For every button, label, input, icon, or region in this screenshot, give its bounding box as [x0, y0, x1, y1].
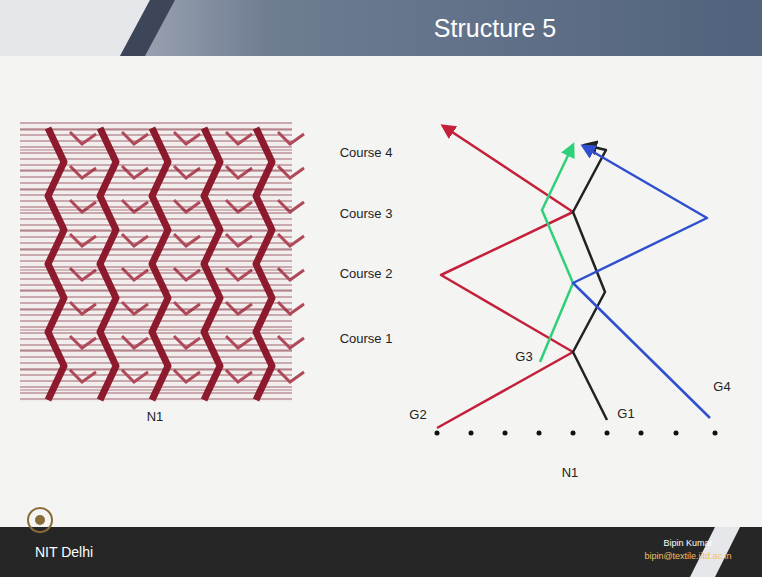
underlap-loop — [174, 132, 200, 144]
needle-points — [435, 431, 718, 436]
needle-dot — [713, 431, 718, 436]
needle-dot — [571, 431, 576, 436]
guide-bar-label: G2 — [409, 407, 426, 422]
footer-bar — [0, 527, 762, 577]
underlap-loop — [278, 336, 304, 348]
needle-dot — [674, 431, 679, 436]
underlap-loop — [226, 370, 252, 382]
guide-bar-label: G1 — [617, 406, 634, 421]
underlap-loop — [122, 302, 148, 314]
underlap-loop — [278, 234, 304, 246]
underlap-loop — [226, 166, 252, 178]
underlap-loop — [278, 132, 304, 144]
laid-strand — [20, 270, 292, 271]
underlap-loop — [226, 234, 252, 246]
underlap-loop — [122, 234, 148, 246]
guide-bar-label: G3 — [515, 349, 532, 364]
laid-strand — [20, 250, 292, 251]
laid-strand — [20, 130, 292, 131]
institute-logo-core — [35, 515, 45, 525]
guide-bar-label: G4 — [713, 379, 730, 394]
needle-label: N1 — [147, 409, 164, 424]
underlap-loop — [70, 132, 96, 144]
underlap-loop — [174, 166, 200, 178]
laid-strand — [20, 310, 292, 311]
underlap-loop — [278, 370, 304, 382]
lapping-path — [540, 145, 573, 362]
laid-strand — [20, 210, 292, 211]
underlap-loop — [278, 166, 304, 178]
laid-strand — [20, 230, 292, 231]
wale-zigzag — [152, 128, 168, 400]
underlap-loop — [122, 336, 148, 348]
underlap-loop — [174, 370, 200, 382]
lapping-lines — [437, 126, 710, 428]
wale-zigzag — [256, 128, 272, 400]
underlap-loop — [226, 336, 252, 348]
course-label: Course 2 — [340, 266, 393, 281]
course-label: Course 1 — [340, 331, 393, 346]
author-email: bipin@textile.iitd.ac.in — [644, 551, 731, 561]
needle-dot — [537, 431, 542, 436]
lapping-path — [573, 145, 607, 420]
wale-zigzag — [100, 128, 116, 400]
underlap-loop — [122, 166, 148, 178]
needle-dot — [435, 431, 440, 436]
needle-dot — [605, 431, 610, 436]
needle-dot — [639, 431, 644, 436]
fabric-ground — [20, 122, 292, 402]
author-name: Bipin Kumar — [663, 538, 712, 548]
underlap-loop — [174, 302, 200, 314]
underlap-loop — [122, 132, 148, 144]
underlap-loop — [70, 234, 96, 246]
laid-strand — [20, 290, 292, 291]
course-label: Course 4 — [340, 145, 393, 160]
institute-name: NIT Delhi — [35, 544, 93, 560]
wale-zigzag — [48, 128, 64, 400]
underlap-loop — [70, 336, 96, 348]
slide-title: Structure 5 — [434, 14, 556, 43]
underlap-loop — [70, 370, 96, 382]
underlap-loop — [70, 166, 96, 178]
needle-dot — [469, 431, 474, 436]
laid-strand — [20, 190, 292, 191]
lapping-path — [573, 146, 710, 418]
underlap-loop — [278, 302, 304, 314]
underlap-loop — [174, 336, 200, 348]
header-bar — [0, 0, 762, 56]
laid-strand — [20, 330, 292, 331]
lapping-path — [437, 126, 573, 428]
course-label: Course 3 — [340, 206, 393, 221]
underlap-loop — [70, 302, 96, 314]
laid-strand — [20, 370, 292, 371]
needle-dot — [503, 431, 508, 436]
wale-zigzag — [204, 128, 220, 400]
header-stripe — [120, 0, 175, 56]
underlap-loop — [122, 370, 148, 382]
underlap-loop — [226, 302, 252, 314]
institute-logo — [28, 508, 52, 532]
laid-strand — [20, 390, 292, 391]
laid-strand — [20, 350, 292, 351]
laid-strand — [20, 170, 292, 171]
needle-label: N1 — [562, 465, 579, 480]
underlap-loop — [174, 234, 200, 246]
laid-strand — [20, 150, 292, 151]
fabric-illustration — [20, 128, 304, 400]
underlap-loop — [226, 132, 252, 144]
